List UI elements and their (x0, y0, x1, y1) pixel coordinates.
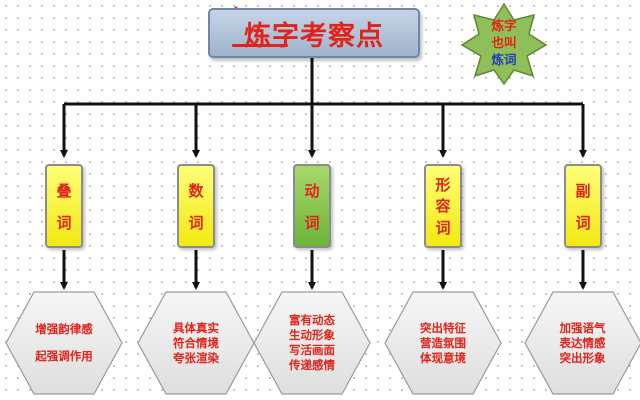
note-line: 符合情境 (173, 335, 219, 350)
note-text-3: 富有动态 生动形象 写活画面 传递感情 (254, 291, 370, 395)
note-line: 夸张渲染 (173, 350, 219, 365)
title-underline (232, 44, 288, 47)
star-note: 炼字 也叫 炼词 (456, 6, 552, 82)
hexagon-1 (5, 291, 123, 395)
hexagon-5 (524, 291, 640, 395)
note-text-5: 加强语气 表达情感 突出形象 (525, 291, 640, 395)
hexagon-3 (253, 291, 371, 395)
note-line: 写活画面 (289, 343, 335, 357)
category-char: 词 (56, 213, 72, 232)
note-hexagons (5, 291, 640, 395)
hexagon-2 (137, 291, 255, 395)
category-char: 数 (188, 181, 204, 200)
note-line: 突出特征 (420, 320, 466, 335)
category-char: 容 (435, 197, 451, 216)
note-line: 生动形象 (289, 328, 335, 342)
category-box-1: 叠 词 (45, 164, 83, 248)
category-char: 词 (304, 213, 320, 232)
category-box-2: 数 词 (177, 164, 215, 248)
note-line: 具体真实 (173, 320, 219, 335)
hexagon-4 (384, 291, 502, 395)
category-char: 动 (304, 181, 320, 200)
note-line: 富有动态 (289, 313, 335, 327)
star-note-text: 炼字 也叫 炼词 (456, 17, 552, 68)
note-line: 营造氛围 (420, 335, 466, 350)
category-char: 词 (435, 218, 451, 237)
note-line: 传递感情 (289, 358, 335, 372)
category-char: 词 (188, 213, 204, 232)
connectors (60, 54, 587, 290)
title-box: 炼字考察点 (208, 8, 420, 58)
category-char: 词 (575, 213, 591, 232)
category-box-5: 副 词 (564, 164, 602, 248)
category-box-3: 动 词 (293, 164, 331, 248)
note-line: 加强语气 (559, 320, 606, 335)
note-text-2: 具体真实 符合情境 夸张渲染 (138, 291, 254, 395)
note-text-4: 突出特征 营造氛围 体现意境 (385, 291, 501, 395)
category-box-4: 形 容 词 (424, 164, 462, 248)
category-char: 副 (575, 181, 591, 200)
note-text-1: 增强韵律感 起强调作用 (6, 291, 122, 395)
star-shape (460, 2, 548, 86)
note-line: 表达情感 (559, 335, 606, 350)
note-line: 突出形象 (559, 350, 606, 365)
star-note-line-2: 也叫 (491, 35, 517, 50)
note-line: 起强调作用 (35, 349, 93, 363)
note-line: 增强韵律感 (35, 322, 93, 336)
category-char: 形 (435, 176, 451, 195)
category-char: 叠 (56, 181, 72, 200)
note-line: 体现意境 (420, 350, 466, 365)
star-note-line-1: 炼字 (491, 18, 517, 33)
star-note-line-3: 炼词 (491, 52, 517, 67)
